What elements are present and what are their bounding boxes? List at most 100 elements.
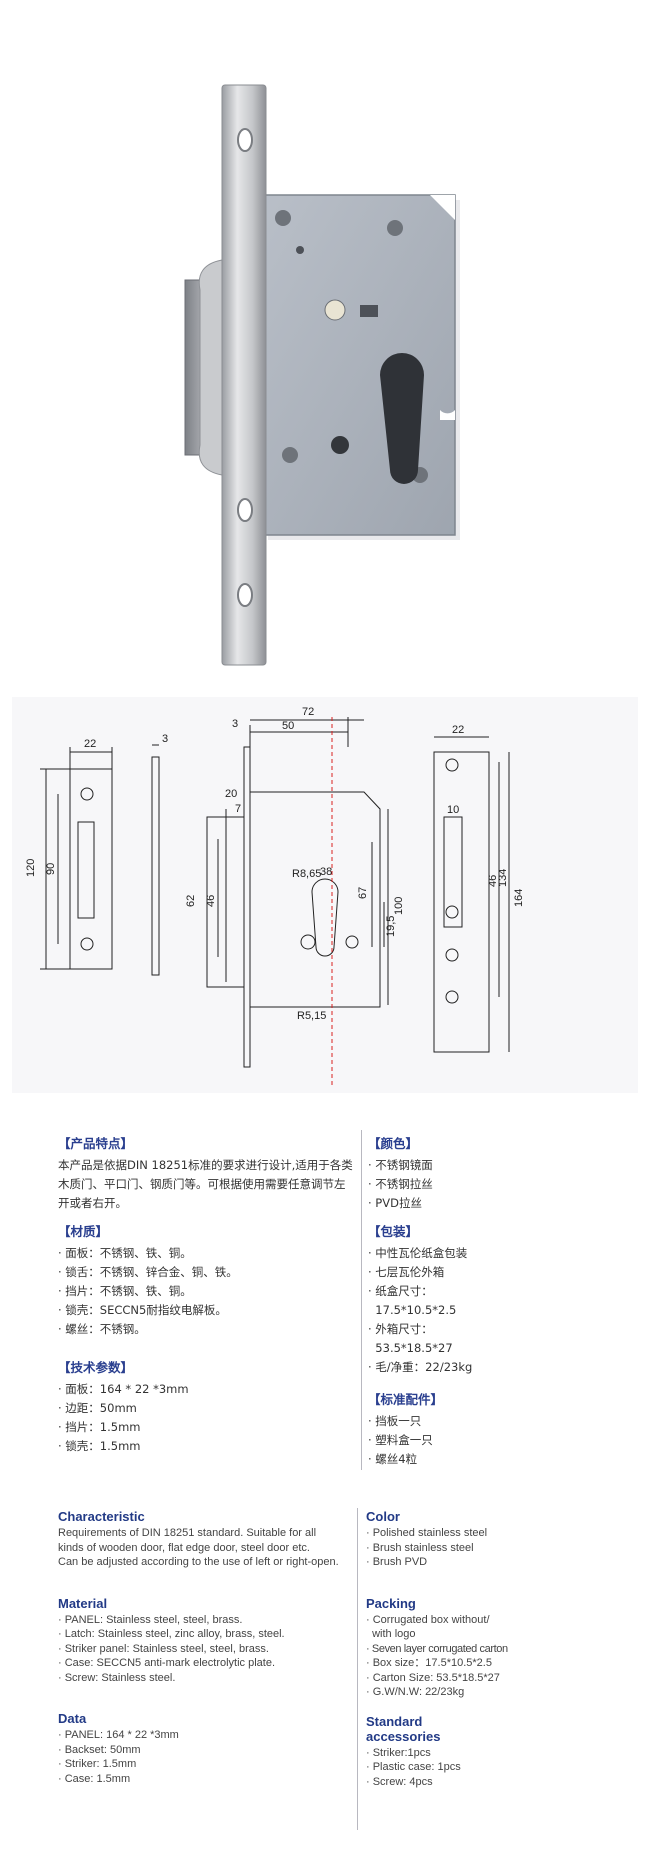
list-item: · G.W/N.W: 22/23kg (366, 1686, 465, 1698)
faceplate (221, 84, 267, 666)
body-line: Requirements of DIN 18251 standard. Suit… (58, 1527, 317, 1539)
list-item: · Corrugated box without/ (366, 1613, 490, 1626)
list-item: · 纸盒尺寸： (368, 1284, 433, 1298)
dim-label: 72 (302, 706, 314, 718)
list-item: · PANEL: 164 * 22 *3mm (58, 1729, 179, 1741)
list-item: · 毛/净重：22/23kg (368, 1360, 473, 1374)
column-divider (361, 1130, 362, 1470)
lock-case (261, 194, 456, 536)
list-item: · 螺丝4粒 (368, 1452, 418, 1466)
list-item: · 面板：不锈钢、铁、铜。 (58, 1246, 192, 1260)
list-item: · 面板：164 * 22 *3mm (58, 1382, 189, 1396)
striker-slot (443, 816, 463, 928)
dim-label: 100 (393, 897, 405, 915)
dim-label: 20 (225, 788, 237, 800)
dim-label: 120 (25, 859, 37, 877)
list-item: · Polished stainless steel (366, 1527, 488, 1539)
latch-curve (198, 259, 223, 476)
list-item: · 中性瓦伦纸盒包装 (368, 1246, 468, 1260)
dim-label: 22 (452, 724, 464, 736)
screw-icon (282, 447, 298, 463)
cn-features-section: 【产品特点】 本产品是依据DIN 18251标准的要求进行设计,适用于各类木质门… (58, 1133, 353, 1213)
section-title: Packing (366, 1595, 416, 1611)
section-title: 【颜色】 (368, 1136, 419, 1151)
list-item: 17.5*10.5*2.5 (368, 1303, 457, 1317)
list-item: · 挡片：1.5mm (58, 1420, 141, 1434)
dim-label: 50 (282, 720, 294, 732)
list-item: with logo (366, 1628, 416, 1640)
en-right-column: Color · Polished stainless steel · Brush… (366, 1509, 566, 1789)
list-item: · Screw: 4pcs (366, 1775, 433, 1788)
list-item: · 外箱尺寸： (368, 1322, 433, 1336)
hole (331, 436, 349, 454)
dim-label: 38 (320, 866, 332, 878)
main-latch (206, 816, 245, 988)
list-item: · Striker:1pcs (366, 1746, 431, 1759)
screw-icon (275, 210, 291, 226)
list-item: · 挡片：不锈钢、铁、铜。 (58, 1284, 192, 1298)
list-item: · Striker: 1.5mm (58, 1758, 137, 1770)
list-item: · 七层瓦伦外箱 (368, 1265, 445, 1279)
dim-label: 3 (232, 718, 238, 730)
faceplate-hole (237, 583, 253, 607)
cn-params-section: 【技术参数】 · 面板：164 * 22 *3mm · 边距：50mm · 挡片… (58, 1357, 353, 1456)
body-line: kinds of wooden door, flat edge door, st… (58, 1541, 310, 1554)
mortise-lock-illustration (184, 84, 460, 666)
faceplate-hole (237, 128, 253, 152)
list-item: · Screw: Stainless steel. (58, 1671, 176, 1684)
section-title: 【材质】 (58, 1224, 109, 1239)
list-item: · 塑料盒一只 (368, 1433, 433, 1447)
cylinder-cutout (380, 353, 424, 484)
dim-label: 7 (235, 803, 241, 815)
section-title: 【标准配件】 (368, 1392, 444, 1407)
section-title: Data (58, 1711, 87, 1726)
section-body: 本产品是依据DIN 18251标准的要求进行设计,适用于各类木质门、平口门、钢质… (58, 1158, 353, 1210)
list-item: · 不锈钢镜面 (368, 1158, 433, 1172)
main-faceplate (243, 746, 251, 1068)
screw-icon (387, 220, 403, 236)
slot (360, 305, 378, 317)
list-item: · 不锈钢拉丝 (368, 1177, 433, 1191)
section-title: 【包装】 (368, 1224, 419, 1239)
cn-color-section: 【颜色】 · 不锈钢镜面 · 不锈钢拉丝 · PVD拉丝 (368, 1133, 588, 1213)
cn-left-column: 【产品特点】 本产品是依据DIN 18251标准的要求进行设计,适用于各类木质门… (58, 1133, 353, 1456)
technical-drawing: 22 120 90 3 72 50 3 20 7 62 46 R8,65 38 … (12, 697, 638, 1093)
list-item: 53.5*18.5*27 (368, 1341, 453, 1355)
list-item: · Brush PVD (366, 1556, 428, 1568)
list-item: · 挡板一只 (368, 1414, 422, 1428)
section-title: 【产品特点】 (58, 1136, 134, 1151)
list-item: · Backset: 50mm (58, 1743, 141, 1756)
list-item: · 锁壳：SECCN5耐指纹电解板。 (58, 1303, 227, 1317)
cn-accessories-section: 【标准配件】 · 挡板一只 · 塑料盒一只 · 螺丝4粒 (368, 1389, 588, 1469)
dim-label: R8,65 (292, 868, 321, 880)
dim-label: 164 (513, 889, 525, 907)
section-title: Characteristic (58, 1509, 145, 1524)
dim-label: 46 (487, 875, 499, 887)
en-color-section: Color · Polished stainless steel · Brush… (366, 1509, 566, 1570)
section-title: Material (58, 1595, 108, 1611)
list-item: · Plastic case: 1pcs (366, 1761, 461, 1773)
en-data-section: Data · PANEL: 164 * 22 *3mm · Backset: 5… (58, 1711, 350, 1786)
en-material-section: Material · PANEL: Stainless steel, steel… (58, 1596, 350, 1686)
column-divider (357, 1508, 358, 1830)
dim-label: 90 (45, 863, 57, 875)
list-item: · Brush stainless steel (366, 1541, 474, 1554)
list-item: · Carton Size: 53.5*18.5*27 (366, 1671, 500, 1684)
dim-label: 3 (162, 733, 168, 745)
case-notch (440, 410, 455, 420)
main-case (250, 791, 381, 1008)
case-corner (430, 195, 455, 220)
cn-packing-section: 【包装】 · 中性瓦伦纸盒包装 · 七层瓦伦外箱 · 纸盒尺寸： 17.5*10… (368, 1221, 588, 1377)
faceplate-front (69, 768, 113, 970)
list-item: · Latch: Stainless steel, zinc alloy, br… (58, 1628, 285, 1640)
body-line: Can be adjusted according to the use of … (58, 1556, 339, 1568)
section-title: accessories (366, 1728, 441, 1744)
dim-label: 19,5 (385, 916, 397, 937)
list-item: · 锁壳：1.5mm (58, 1439, 141, 1453)
dim-label: 134 (497, 869, 509, 887)
list-item: · Case: SECCN5 anti-mark electrolytic pl… (58, 1657, 276, 1669)
dim-label: 22 (84, 738, 96, 750)
list-item: · Case: 1.5mm (58, 1772, 131, 1785)
section-title: 【技术参数】 (58, 1360, 134, 1375)
dim-label: 10 (447, 804, 459, 816)
